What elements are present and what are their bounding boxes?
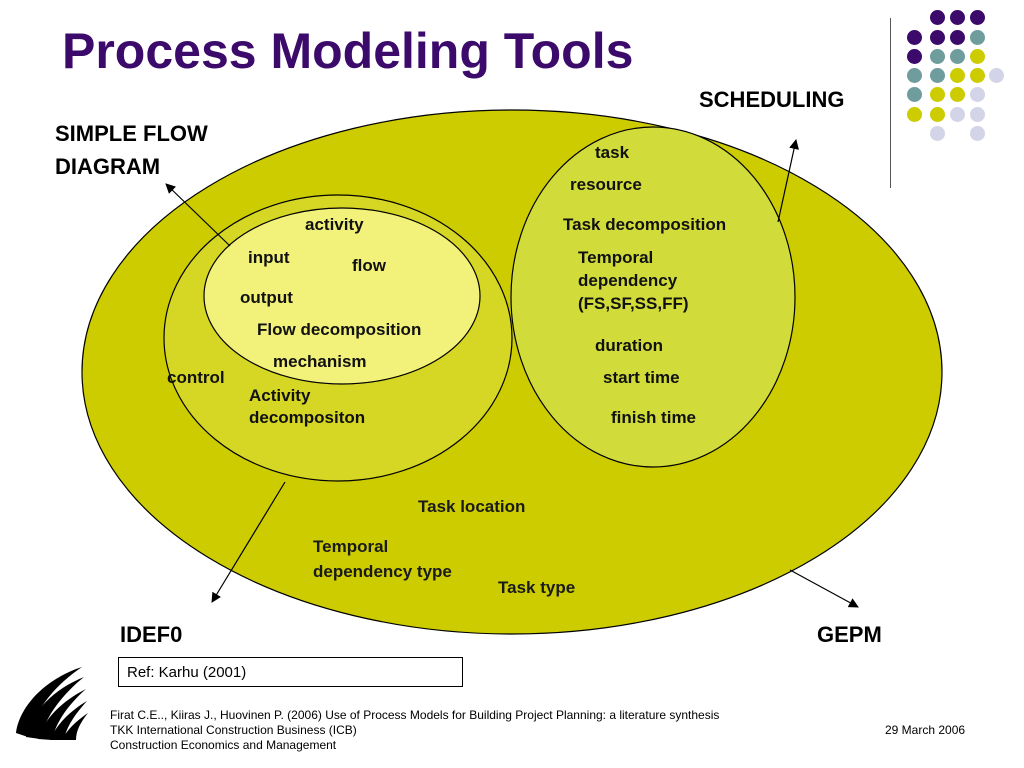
decorative-dot: [950, 10, 965, 25]
label-start-time: start time: [603, 368, 680, 387]
label-task: task: [595, 143, 630, 162]
reference-box: Ref: Karhu (2001): [118, 657, 463, 687]
label-finish-time: finish time: [611, 408, 697, 427]
decorative-dot: [970, 49, 985, 64]
arrow-gepm: [789, 569, 859, 608]
decorative-dot: [907, 30, 922, 45]
label-task-decomposition: Task decomposition: [563, 215, 727, 234]
label-control: control: [167, 368, 225, 387]
label-temporal-2: dependency: [578, 271, 678, 290]
label-activity-decomposition-2: decompositon: [249, 408, 366, 427]
decorative-dot: [950, 107, 965, 122]
label-flow-decomposition: Flow decomposition: [257, 320, 422, 339]
slide-title: Process Modeling Tools: [62, 23, 634, 79]
decorative-dot: [950, 87, 965, 102]
footer-institution: TKK International Construction Business …: [110, 723, 357, 737]
decorative-dot: [930, 10, 945, 25]
label-duration: duration: [595, 336, 663, 355]
footer-citation: Firat C.E.., Kiiras J., Huovinen P. (200…: [110, 708, 720, 722]
decorative-dot: [930, 126, 945, 141]
label-simple-flow-2: DIAGRAM: [55, 154, 161, 179]
label-temporal-3: (FS,SF,SS,FF): [578, 294, 689, 313]
decorative-dot: [907, 49, 922, 64]
label-temporal-type-2: dependency type: [313, 562, 452, 581]
simple-flow-ellipse: [203, 207, 481, 385]
decorative-dot: [950, 30, 965, 45]
label-activity: activity: [305, 215, 364, 234]
label-output: output: [240, 288, 293, 307]
decorative-dot: [970, 126, 985, 141]
label-input: input: [248, 248, 290, 267]
label-simple-flow-1: SIMPLE FLOW: [55, 121, 208, 146]
label-mechanism: mechanism: [273, 352, 367, 371]
decorative-dot: [970, 87, 985, 102]
footer-date: 29 March 2006: [885, 723, 966, 737]
arrow-idef0: [211, 481, 286, 603]
label-task-location: Task location: [418, 497, 526, 516]
decorative-dot: [970, 10, 985, 25]
decorative-dot: [907, 87, 922, 102]
decorative-divider: [890, 18, 891, 188]
scheduling-ellipse: [510, 126, 796, 468]
decorative-dot: [970, 107, 985, 122]
decorative-dot: [930, 107, 945, 122]
decorative-dot: [970, 30, 985, 45]
decorative-dot: [950, 68, 965, 83]
decorative-dot: [930, 30, 945, 45]
decorative-dot: [907, 107, 922, 122]
decorative-dot: [989, 68, 1004, 83]
label-task-type: Task type: [498, 578, 576, 597]
decorative-dot: [930, 68, 945, 83]
footer-department: Construction Economics and Management: [110, 738, 337, 752]
label-activity-decomposition-1: Activity: [249, 386, 311, 405]
decorative-dot: [930, 49, 945, 64]
decorative-dot: [930, 87, 945, 102]
arrow-simple-flow: [165, 183, 231, 247]
label-gepm: GEPM: [817, 622, 882, 647]
decorative-dot: [950, 49, 965, 64]
label-temporal-1: Temporal: [578, 248, 654, 267]
label-idef0: IDEF0: [120, 622, 183, 647]
decorative-dot: [970, 68, 985, 83]
tkk-logo: [16, 667, 88, 740]
decorative-dot: [907, 68, 922, 83]
label-resource: resource: [570, 175, 642, 194]
label-scheduling: SCHEDULING: [699, 87, 845, 112]
label-temporal-type-1: Temporal: [313, 537, 389, 556]
arrow-scheduling: [777, 139, 799, 223]
label-flow: flow: [352, 256, 386, 275]
